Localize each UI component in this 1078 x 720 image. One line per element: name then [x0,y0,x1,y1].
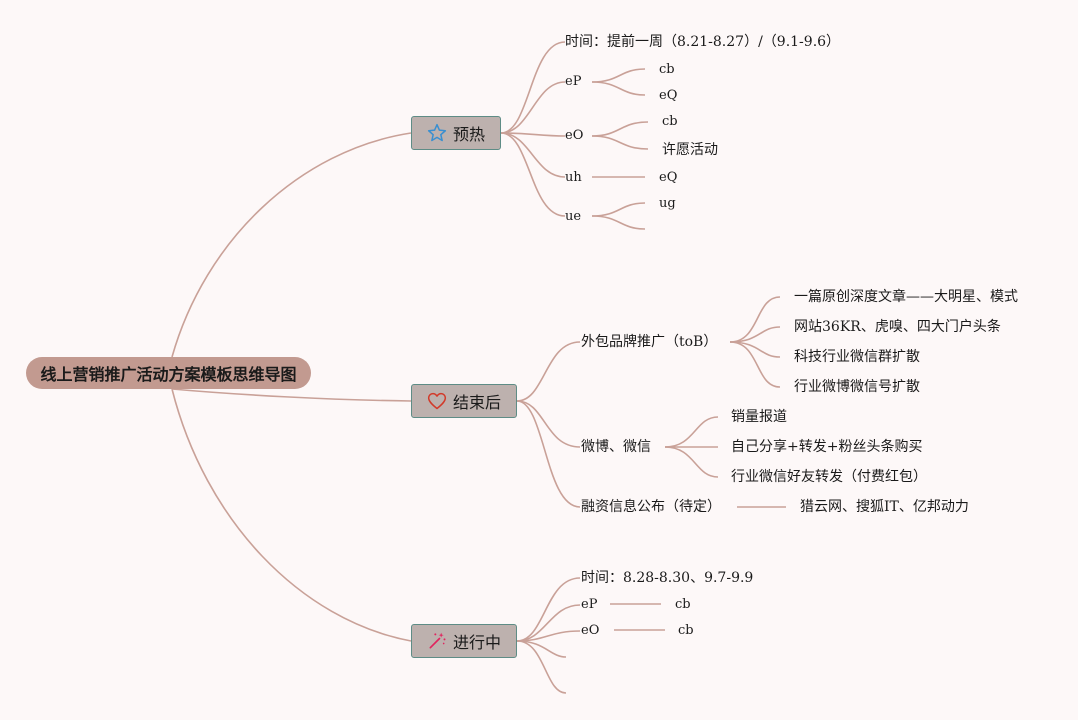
node-after-outsourcing[interactable]: 外包品牌推广（toB） [581,334,718,350]
node-preheat-ue-ug[interactable]: ug [659,196,676,211]
branch-label: 预热 [452,125,485,144]
node-preheat-ep[interactable]: eP [565,74,582,89]
branch-label: 进行中 [452,633,501,652]
node-after-outsourcing-sites[interactable]: 网站36KR、虎嗅、四大门户头条 [794,319,1001,335]
branch-ongoing[interactable]: 进行中 [411,624,517,658]
node-preheat-uh[interactable]: uh [565,170,582,185]
star-icon [427,123,447,142]
node-after-outsourcing-weibo[interactable]: 行业微博微信号扩散 [794,379,920,395]
node-preheat-ep-cb[interactable]: cb [659,62,675,77]
node-preheat-ue[interactable]: ue [565,209,582,224]
node-after-outsourcing-article[interactable]: 一篇原创深度文章——大明星、模式 [794,289,1018,305]
root-label: 线上营销推广活动方案模板思维导图 [40,365,297,384]
node-preheat-eo[interactable]: eO [565,128,584,143]
node-preheat-eo-cb[interactable]: cb [662,114,678,129]
magic-wand-icon [429,632,446,649]
node-after-outsourcing-wechat-group[interactable]: 科技行业微信群扩散 [794,349,920,365]
node-after-share[interactable]: 自己分享+转发+粉丝头条购买 [731,439,923,455]
branch-preheat[interactable]: 预热 [411,116,501,150]
link-root-ongoing [171,388,412,642]
node-after-funding-media[interactable]: 猎云网、搜狐IT、亿邦动力 [800,499,969,515]
node-preheat-ep-eq[interactable]: eQ [659,88,678,103]
node-ongoing-eo[interactable]: eO [581,623,600,638]
link-root-after [171,388,412,402]
root-node[interactable]: 线上营销推广活动方案模板思维导图 [26,357,311,389]
branch-after[interactable]: 结束后 [411,384,517,418]
link-root-preheat [171,132,412,358]
node-after-sales-report[interactable]: 销量报道 [731,409,787,425]
node-after-friends[interactable]: 行业微信好友转发（付费红包） [731,469,927,485]
node-ongoing-time[interactable]: 时间：8.28-8.30、9.7-9.9 [581,570,754,586]
branch-label: 结束后 [452,393,501,412]
node-ongoing-ep[interactable]: eP [581,597,598,612]
node-ongoing-eo-cb[interactable]: cb [678,623,694,638]
node-preheat-time[interactable]: 时间：提前一周（8.21-8.27）/（9.1-9.6） [565,34,841,50]
node-ongoing-ep-cb[interactable]: cb [675,597,691,612]
node-preheat-uh-eq[interactable]: eQ [659,170,678,185]
node-after-funding[interactable]: 融资信息公布（待定） [581,499,721,515]
node-after-weibo-wechat[interactable]: 微博、微信 [581,439,651,455]
heart-icon [427,392,447,410]
node-preheat-eo-wish[interactable]: 许愿活动 [662,142,718,158]
